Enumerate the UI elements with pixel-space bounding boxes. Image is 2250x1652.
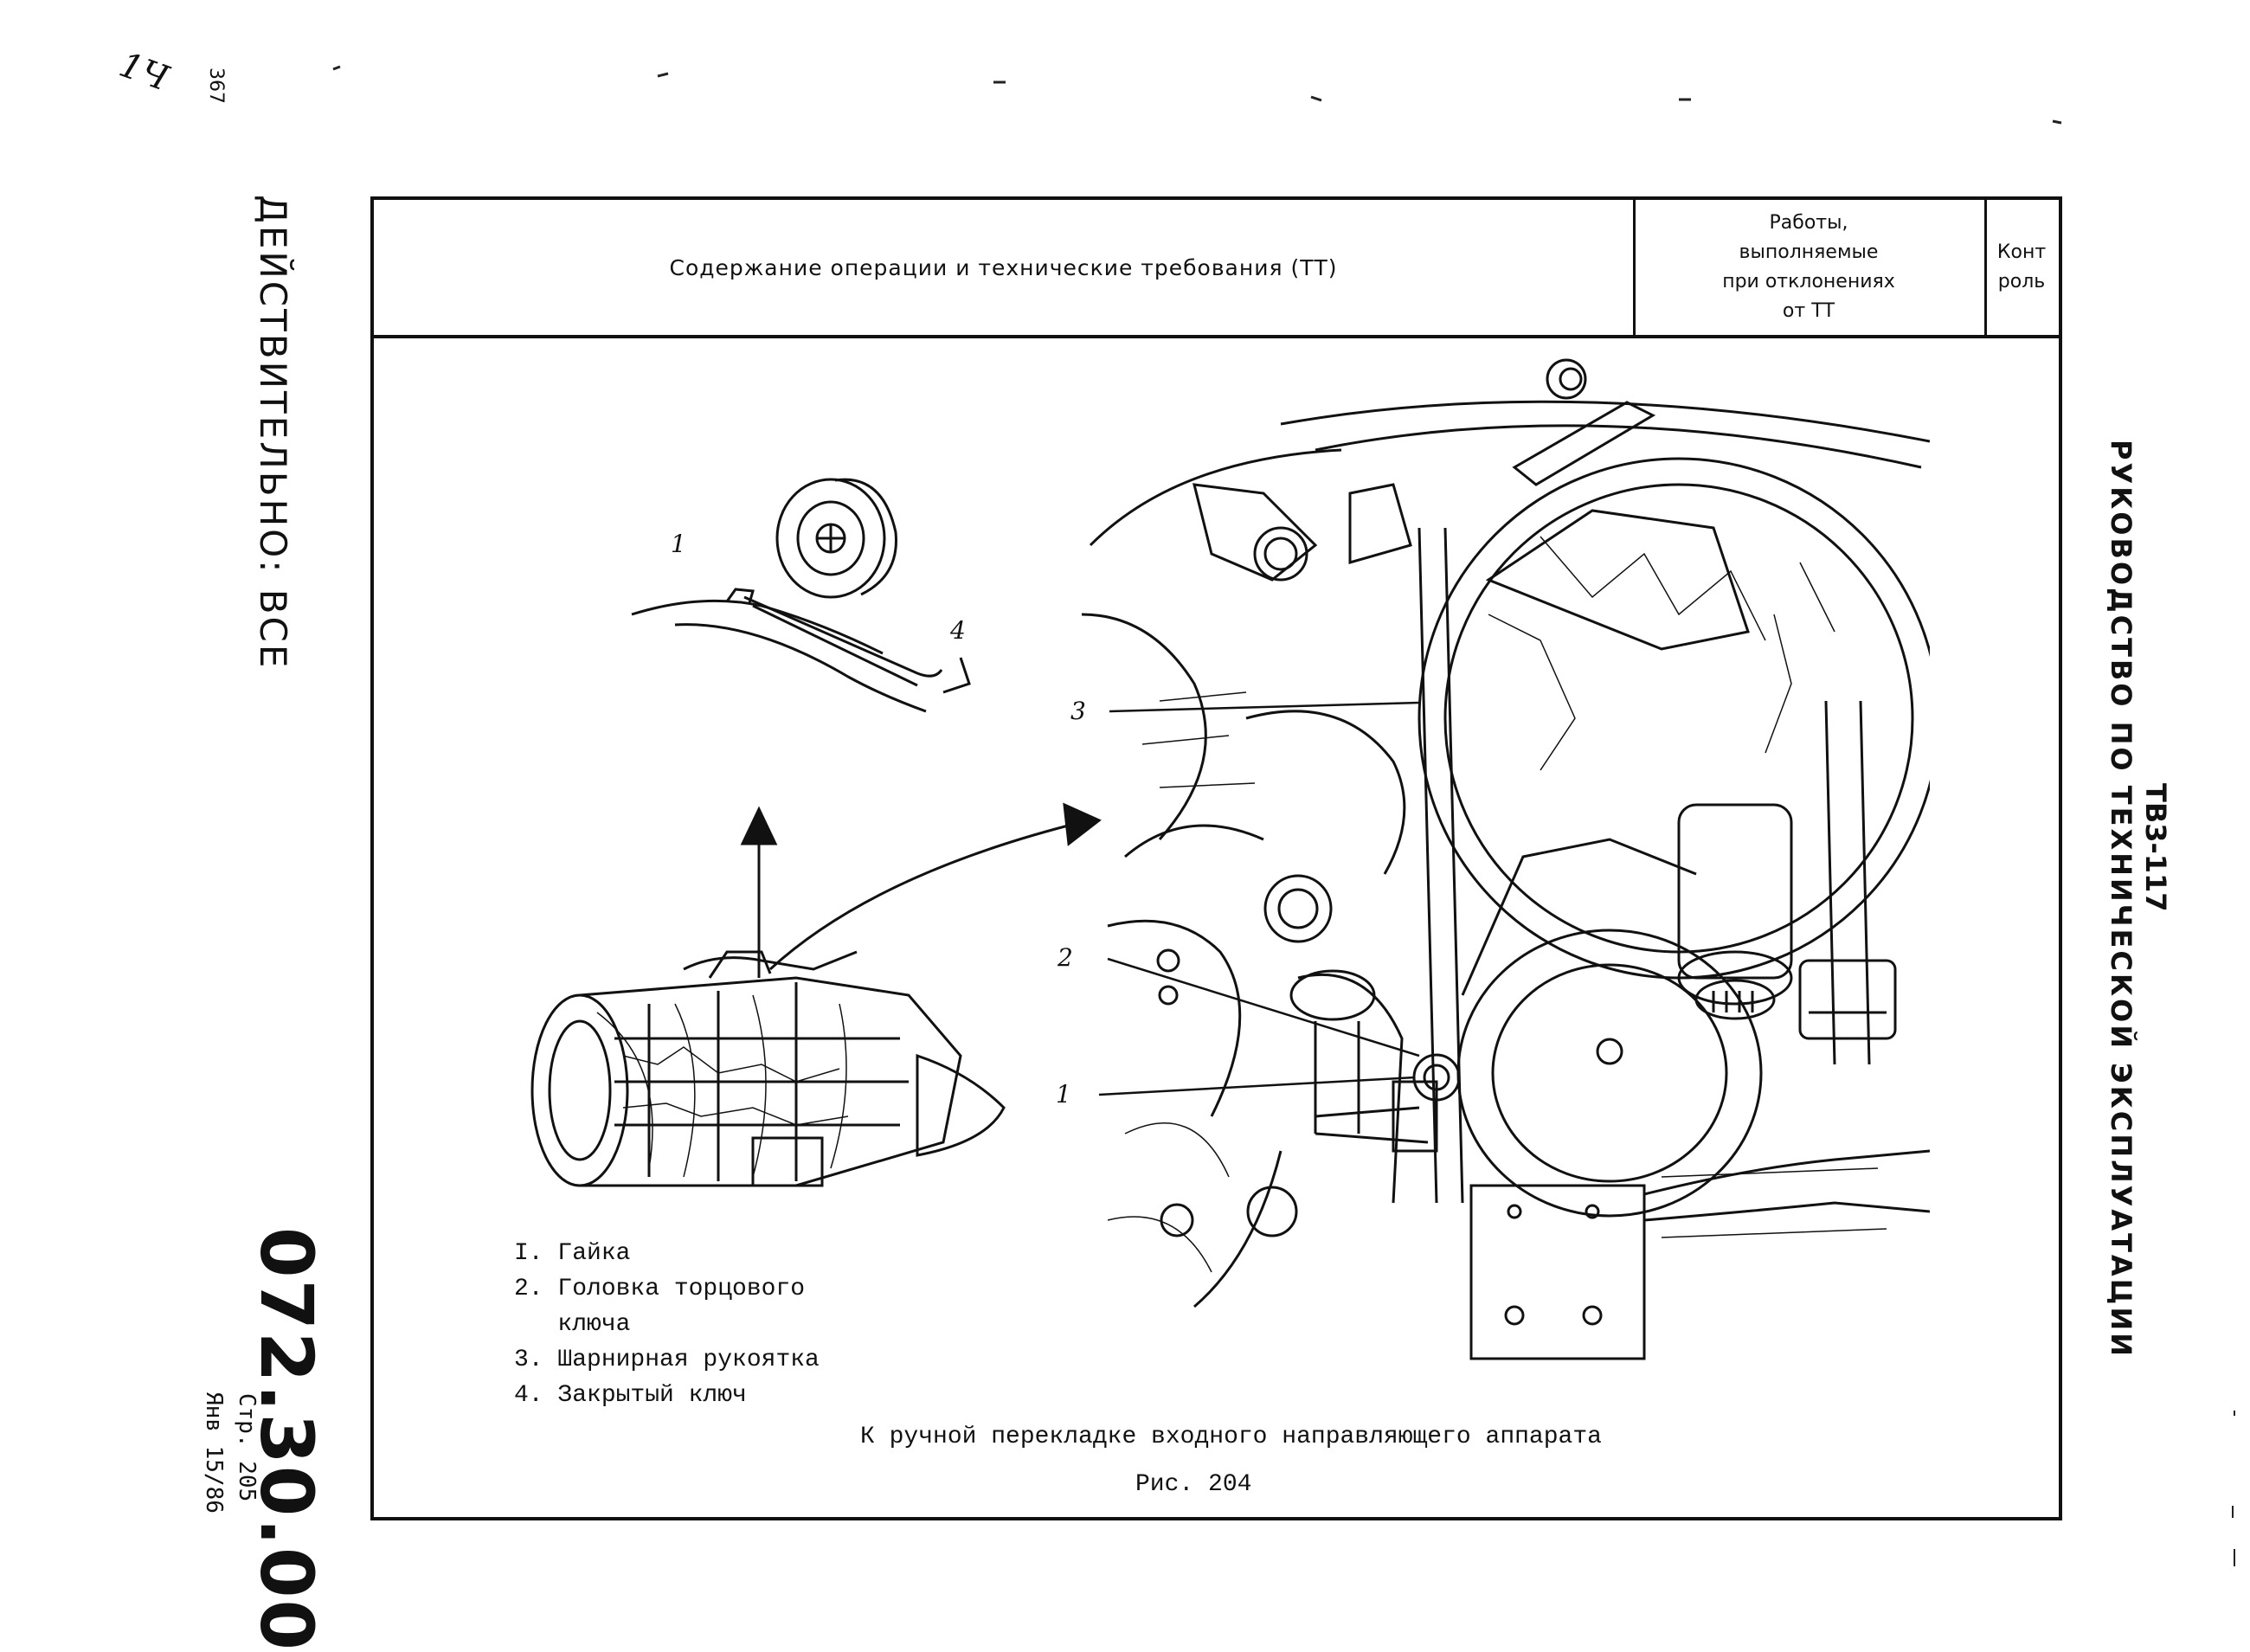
header-deviation-work: Работы, выполняемые при отклонениях от Т… <box>1633 200 1987 335</box>
table-header: Содержание операции и технические требов… <box>374 200 2059 338</box>
revision-date: Янв 15/86 <box>201 1392 227 1514</box>
legend-item-2: 2. Головка торцового <box>514 1276 806 1302</box>
figure-caption: К ручной перекладке входного направляюще… <box>860 1424 1602 1450</box>
engine-overview-illustration <box>530 802 1102 1187</box>
legend-item-2-cont: ключа <box>514 1311 631 1338</box>
legend-item-4: 4. Закрытый ключ <box>514 1382 747 1409</box>
callout-1: 1 <box>1056 1080 1071 1109</box>
manual-title: РУКОВОДСТВО ПО ТЕХНИЧЕСКОЙ ЭКСПЛУАТАЦИИ <box>2105 440 2138 1359</box>
engine-detail-illustration <box>1081 358 1930 1360</box>
document-frame: Содержание операции и технические требов… <box>370 196 2062 1520</box>
callout-3: 3 <box>1070 697 1086 725</box>
detail-wrench-illustration <box>631 478 971 713</box>
legend-item-1: I. Гайка <box>514 1240 631 1267</box>
parts-legend: I. Гайка 2. Головка торцового ключа 3. Ш… <box>514 1236 820 1413</box>
callout-2: 2 <box>1058 943 1073 972</box>
engine-model: ТВ3-117 <box>2139 783 2172 912</box>
edge-marks <box>2232 1411 2235 1566</box>
header-control: Конт роль <box>1996 241 2047 292</box>
header-operation-content: Содержание операции и технические требов… <box>374 200 1636 335</box>
scan-marks <box>332 65 2062 125</box>
callout-1-detail: 1 <box>671 530 686 558</box>
figure-number: Рис. 204 <box>1135 1471 1252 1498</box>
callout-4-detail: 4 <box>950 616 966 645</box>
page-number: Стр. 205 <box>234 1393 260 1502</box>
validity-note: ДЕЙСТВИТЕЛЬНО: ВСЕ <box>252 195 294 671</box>
legend-item-3: 3. Шарнирная рукоятка <box>514 1347 820 1373</box>
